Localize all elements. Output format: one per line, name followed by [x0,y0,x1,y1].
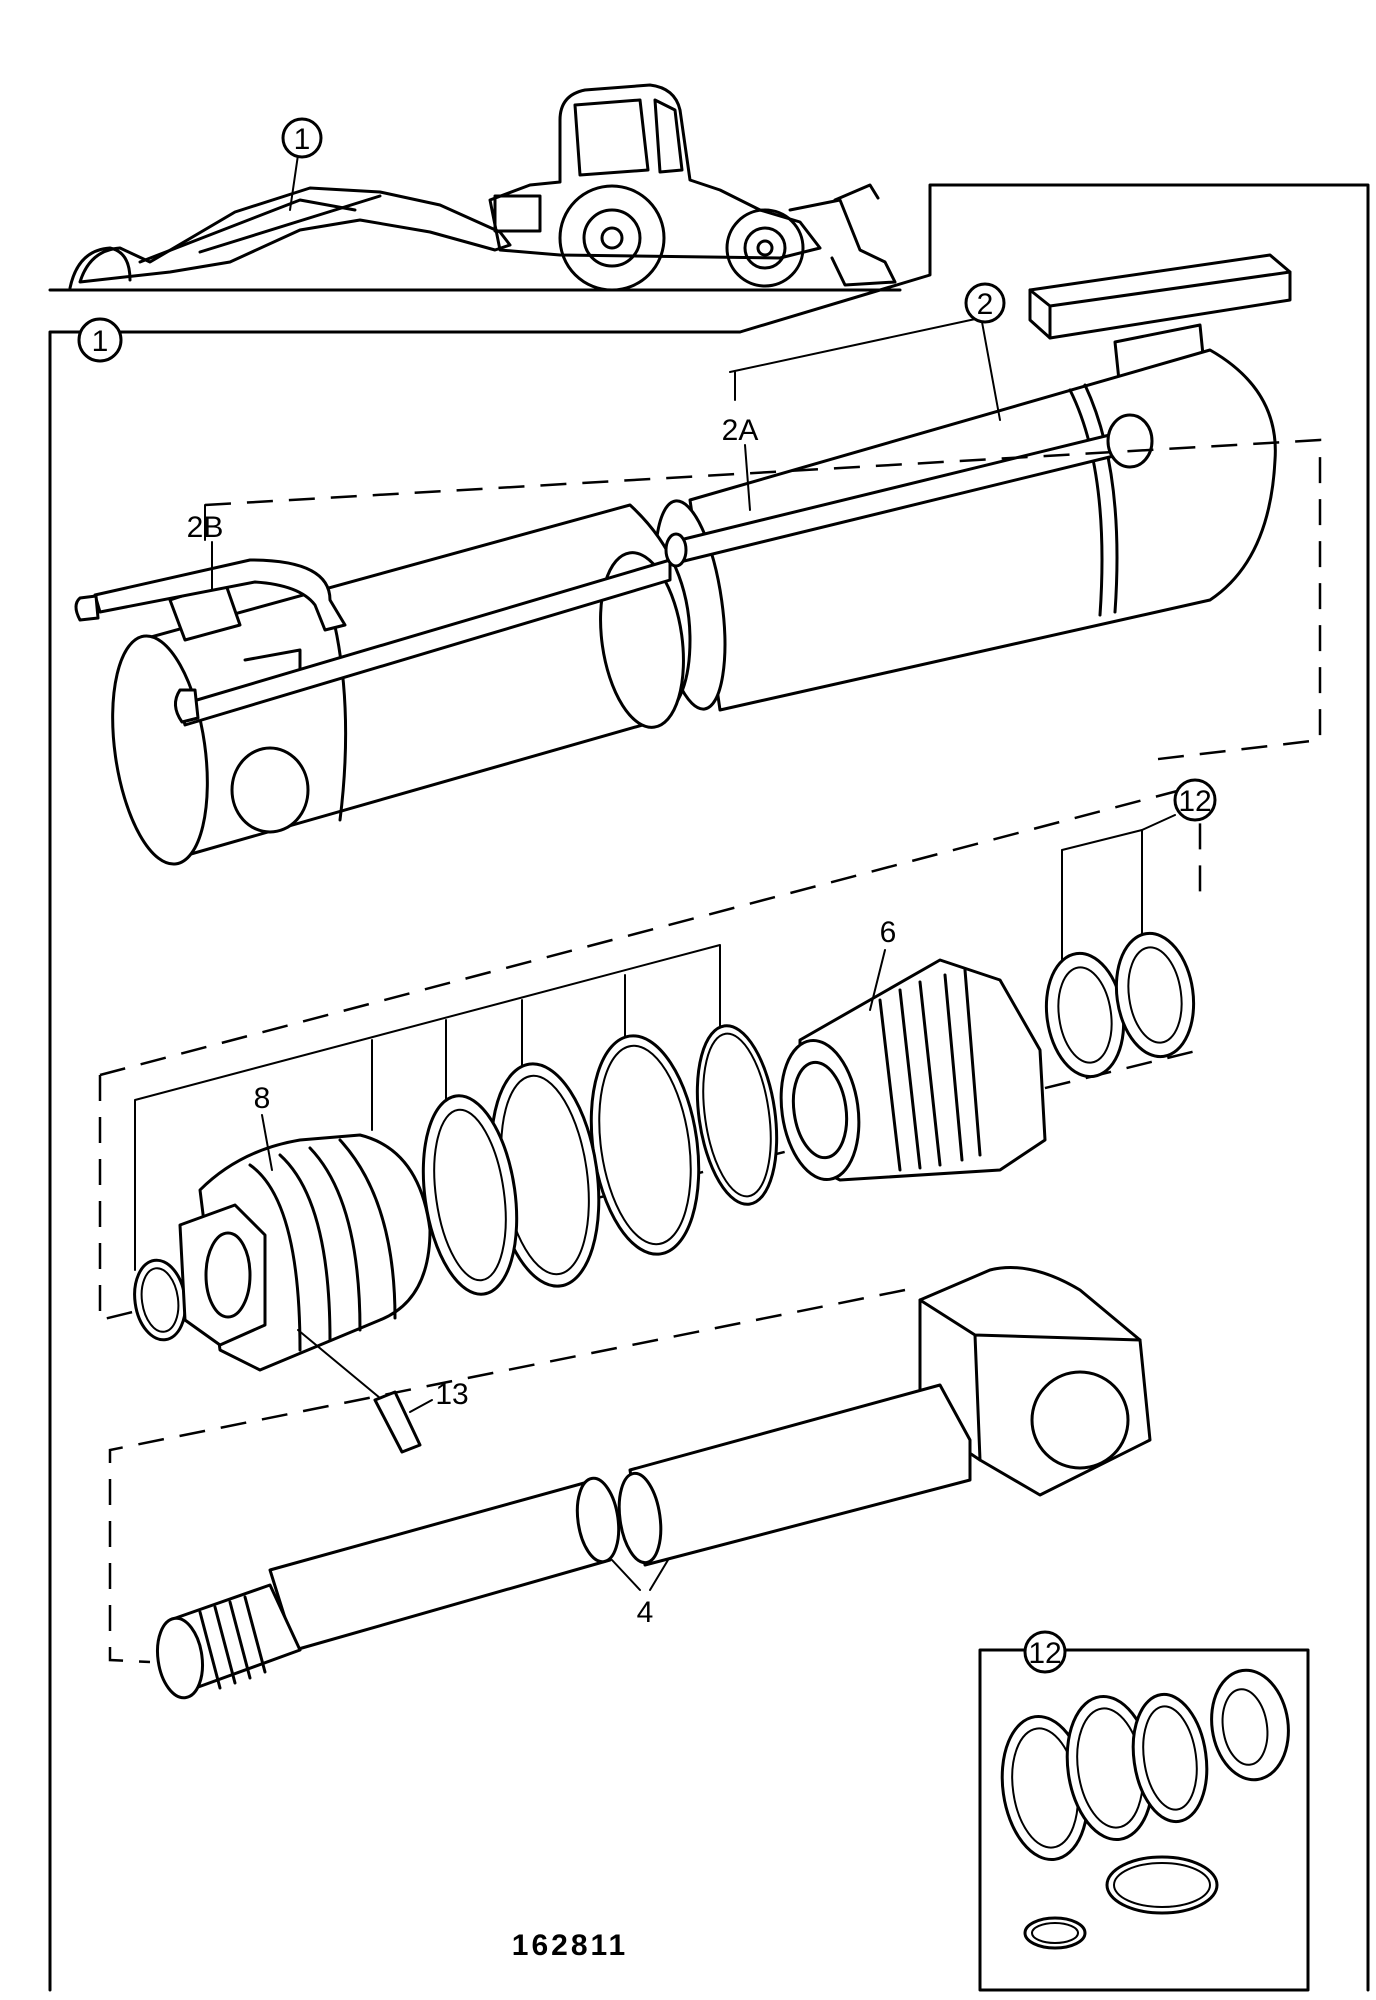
callout-assembly-ref-label: 1 [92,325,109,358]
callout-machine-ref: 1 [281,117,323,211]
figure-number: 162811 [512,1929,628,1962]
callout-end-cap-label: 8 [254,1082,271,1115]
callout-piston: 6 [869,916,897,1011]
seal-rings [133,931,1196,1342]
piston [779,958,1047,1182]
callout-assembly-ref: 1 [77,317,123,363]
callout-end-cap: 8 [254,1082,273,1171]
callout-seal-kit: 12 [134,778,1217,1271]
callout-cylinder-tube: 2 [729,282,1006,421]
callout-seal-kit-label: 12 [1178,785,1211,818]
callout-pipe-a: 2A [722,414,759,511]
callout-piston-label: 6 [880,916,897,949]
callout-seal-kit-inset-label: 12 [1028,1637,1061,1670]
cylinder-tube [74,253,1292,866]
callout-piston-rod-label: 4 [637,1596,654,1629]
assembly-frame [48,183,1370,1992]
callout-pipe-b: 2B [187,511,224,591]
pin [297,1329,433,1454]
end-cap [178,1133,432,1372]
tube-group-bracket [204,438,1322,762]
seal-kit-inset: 12 [978,1630,1310,1992]
backhoe-loader-illustration [48,83,902,292]
callout-pipe-b-label: 2B [187,511,224,544]
callout-cylinder-tube-label: 2 [977,288,994,321]
callout-machine-ref-label: 1 [294,123,311,156]
callout-pipe-a-label: 2A [722,414,759,447]
callout-piston-rod: 4 [611,1559,669,1629]
piston-rod [156,1266,1152,1700]
